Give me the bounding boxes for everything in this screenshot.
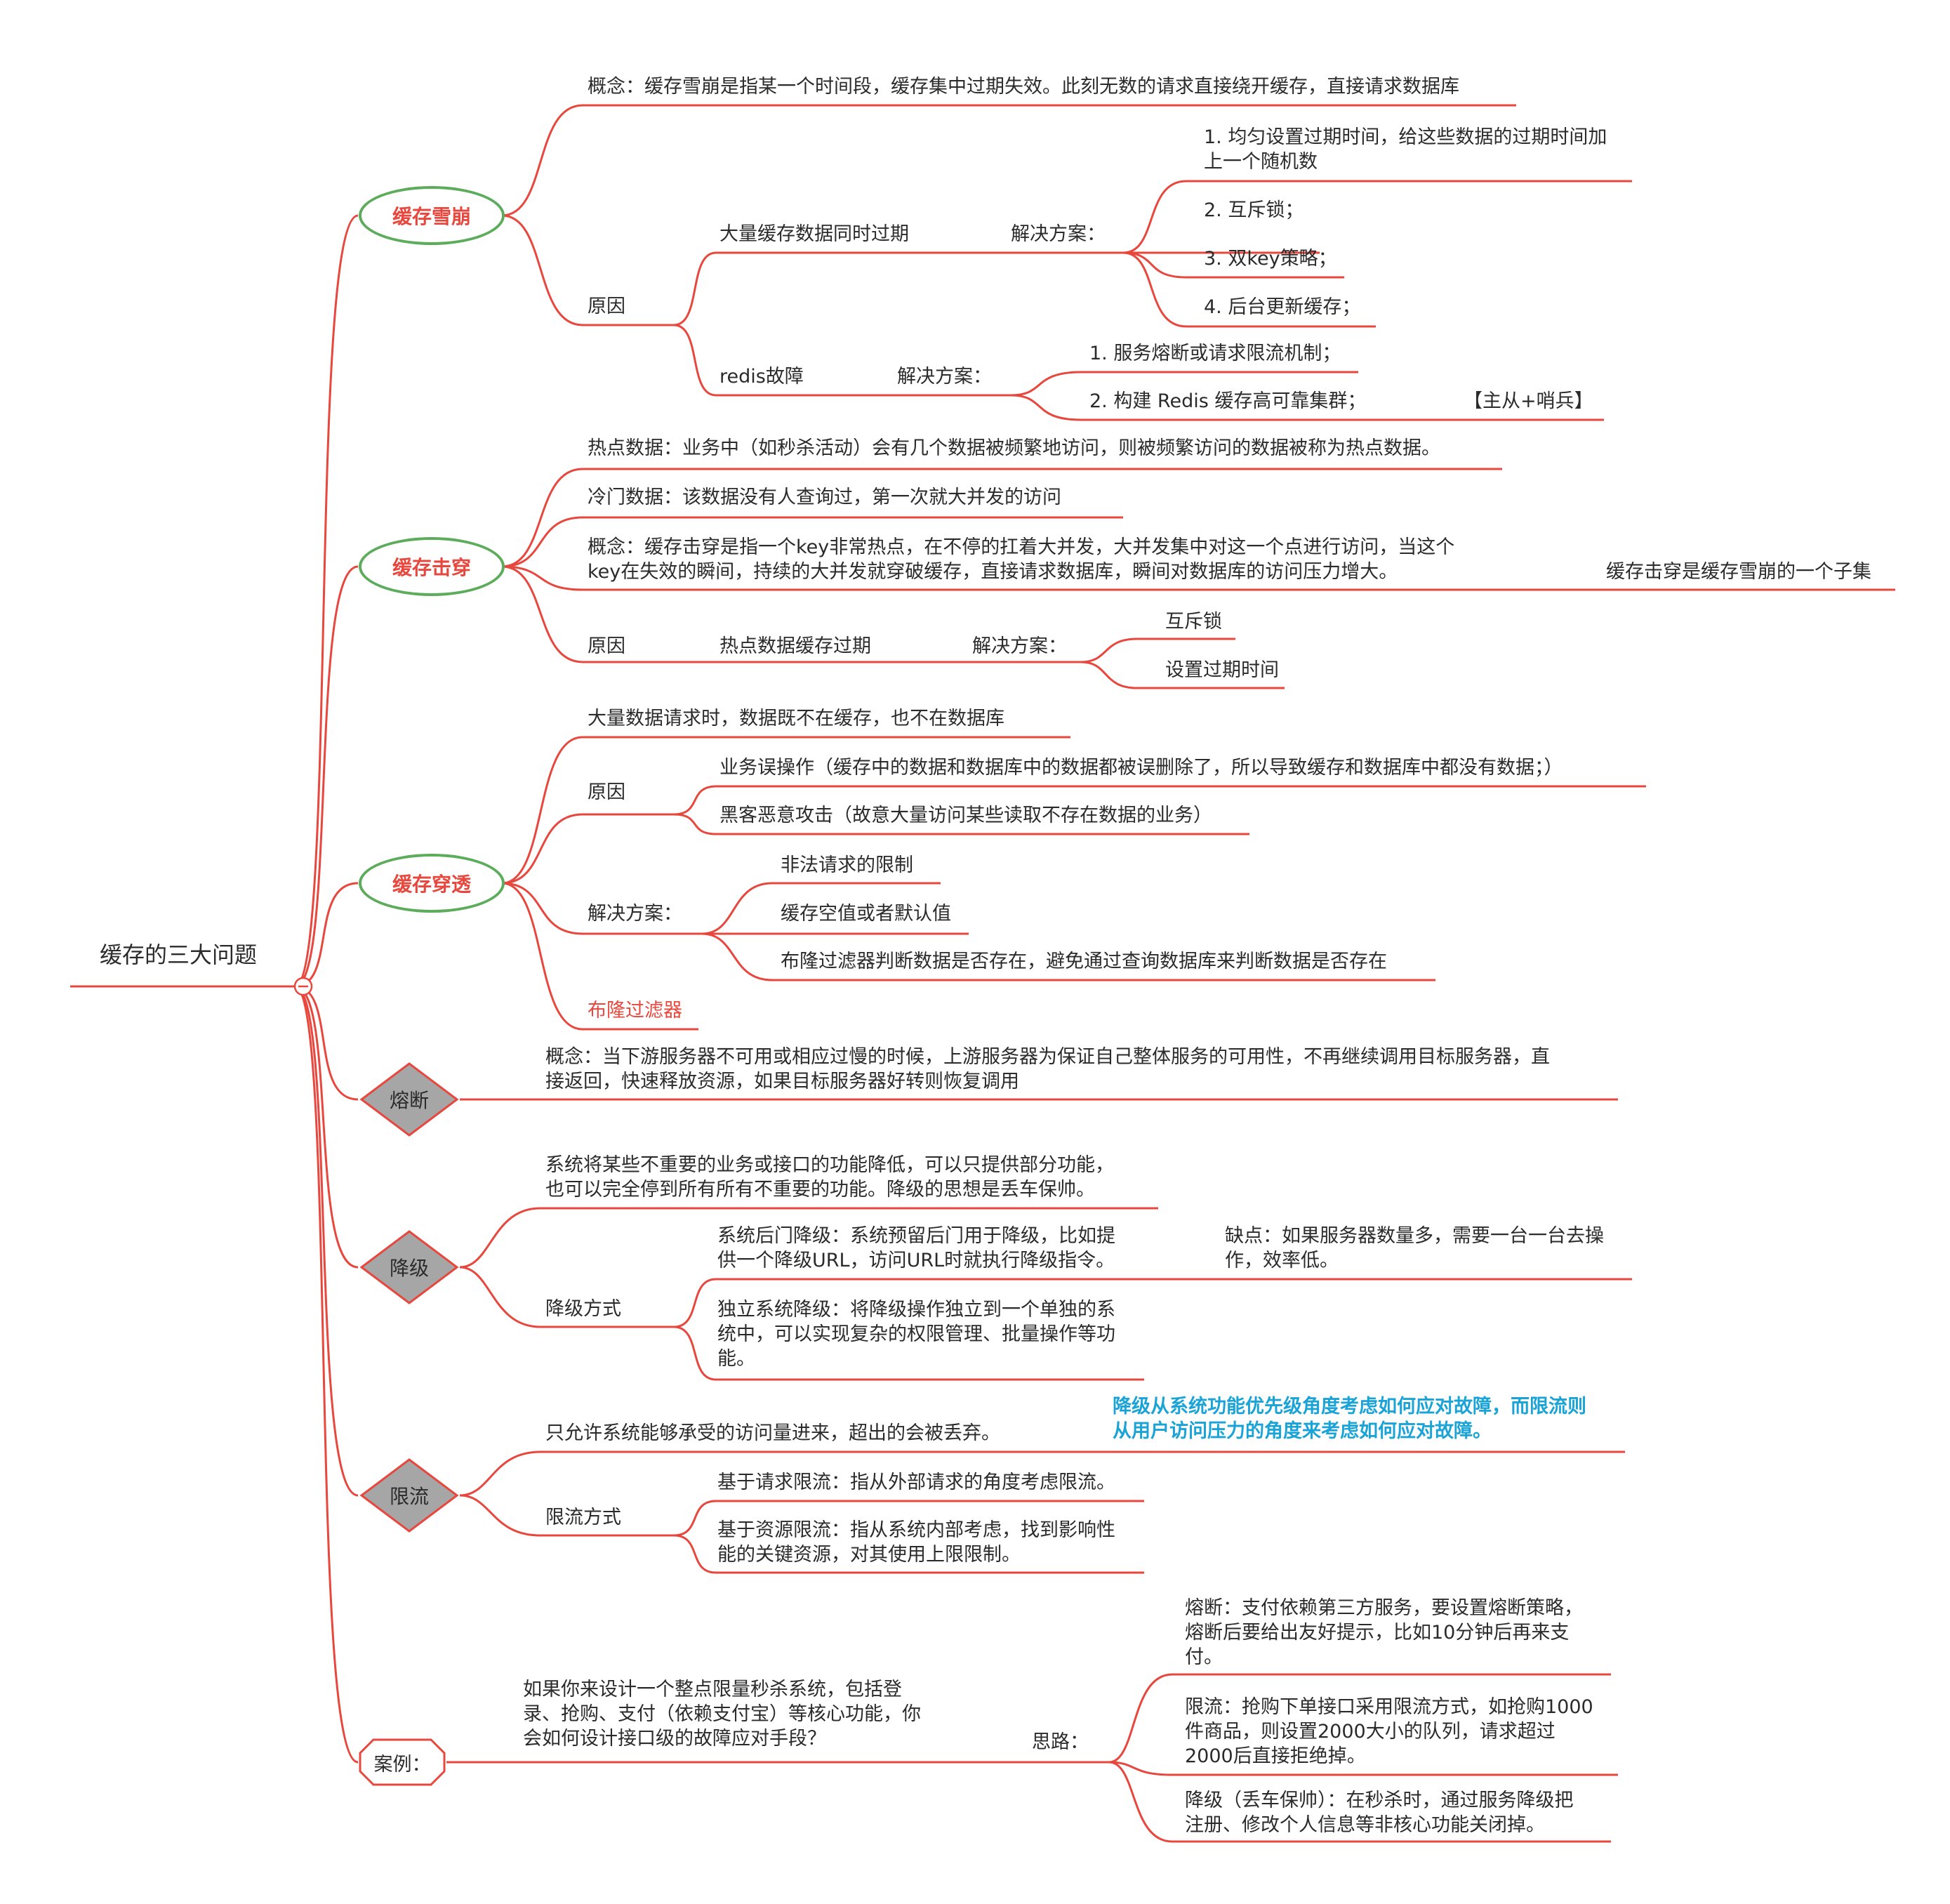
- case-fuse-1: 熔断：支付依赖第三方服务，要设置熔断策略，: [1185, 1597, 1583, 1619]
- penetration-solution-3: 布隆过滤器判断数据是否存在，避免通过查询数据库来判断数据是否存在: [781, 951, 1387, 972]
- degrade-drawback-1: 缺点：如果服务器数量多，需要一台一台去操: [1225, 1225, 1604, 1247]
- expire-solution-2: 2. 互斥锁；: [1204, 199, 1304, 221]
- expire-solution-3: 3. 双key策略；: [1204, 248, 1337, 270]
- fuse-concept-2: 接返回，快速释放资源，如果目标服务器好转则恢复调用: [545, 1071, 1019, 1092]
- degrade-mode-label: 降级方式: [545, 1298, 621, 1320]
- penetration-solution-label: 解决方案：: [588, 903, 682, 925]
- redis-solution-note: 【主从+哨兵】: [1464, 390, 1593, 412]
- node-label: 缓存雪崩: [392, 205, 471, 228]
- breakdown-cause: 热点数据缓存过期: [719, 635, 871, 657]
- degrade-independent-3: 能。: [717, 1348, 755, 1370]
- node-label: 熔断: [389, 1089, 429, 1112]
- breakdown-concept-2: key在失效的瞬间，持续的大并发就穿破缓存，直接请求数据库，瞬间对数据库的访问压…: [588, 561, 1398, 583]
- node-label: 缓存击穿: [392, 556, 471, 579]
- node-label: 缓存穿透: [392, 873, 471, 896]
- node-rate-limit[interactable]: 限流: [359, 1457, 460, 1534]
- breakdown-solution-label: 解决方案：: [972, 635, 1067, 657]
- node-case[interactable]: 案例：: [358, 1738, 446, 1787]
- case-limit-2: 件商品，则设置2000大小的队列，请求超过: [1185, 1721, 1556, 1743]
- degrade-backdoor-1: 系统后门降级：系统预留后门用于降级，比如提: [717, 1225, 1115, 1247]
- penetration-cause-label: 原因: [588, 781, 625, 803]
- breakdown-solution-2: 设置过期时间: [1165, 659, 1279, 681]
- limit-request: 基于请求限流：指从外部请求的角度考虑限流。: [717, 1472, 1115, 1493]
- node-cache-breakdown[interactable]: 缓存击穿: [359, 537, 505, 596]
- fuse-concept-1: 概念：当下游服务器不可用或相应过慢的时候，上游服务器为保证自己整体服务的可用性，…: [545, 1046, 1550, 1068]
- redis-solution-2: 2. 构建 Redis 缓存高可靠集群；: [1089, 390, 1367, 412]
- breakdown-note: 缓存击穿是缓存雪崩的一个子集: [1606, 561, 1871, 583]
- case-question-2: 录、抢购、支付（依赖支付宝）等核心功能，你: [523, 1703, 921, 1725]
- limit-compare-2: 从用户访问压力的角度来考虑如何应对故障。: [1113, 1420, 1492, 1442]
- case-question-3: 会如何设计接口级的故障应对手段？: [523, 1728, 826, 1750]
- breakdown-concept-1: 概念：缓存击穿是指一个key非常热点，在不停的扛着大并发，大并发集中对这一个点进…: [588, 536, 1455, 558]
- case-fuse-3: 付。: [1185, 1646, 1223, 1668]
- avalanche-expire-solution-label: 解决方案：: [1011, 223, 1106, 245]
- expire-solution-1: 1. 均匀设置过期时间，给这些数据的过期时间加: [1204, 126, 1607, 148]
- avalanche-concept: 概念：缓存雪崩是指某一个时间段，缓存集中过期失效。此刻无数的请求直接绕开缓存，直…: [588, 76, 1459, 98]
- case-degrade-1: 降级（丢车保帅）：在秒杀时，通过服务降级把: [1185, 1790, 1574, 1811]
- limit-desc: 只允许系统能够承受的访问量进来，超出的会被丢弃。: [545, 1422, 1000, 1444]
- node-label: 降级: [389, 1257, 429, 1280]
- avalanche-expire: 大量缓存数据同时过期: [719, 223, 909, 245]
- breakdown-cold-data: 冷门数据：该数据没有人查询过，第一次就大并发的访问: [588, 487, 1061, 508]
- avalanche-redis: redis故障: [719, 366, 804, 388]
- case-question-1: 如果你来设计一个整点限量秒杀系统，包括登: [523, 1679, 902, 1700]
- expire-solution-1-cont: 上一个随机数: [1204, 151, 1318, 173]
- degrade-desc-2: 也可以完全停到所有所有不重要的功能。降级的思想是丢车保帅。: [545, 1179, 1095, 1201]
- minus-circle-icon[interactable]: [293, 977, 313, 996]
- avalanche-cause-label: 原因: [588, 296, 625, 317]
- expire-solution-4: 4. 后台更新缓存；: [1204, 296, 1361, 318]
- breakdown-cause-label: 原因: [588, 635, 625, 657]
- degrade-backdoor-2: 供一个降级URL，访问URL时就执行降级指令。: [717, 1250, 1115, 1271]
- redis-solution-1: 1. 服务熔断或请求限流机制；: [1089, 343, 1341, 364]
- limit-compare-1: 降级从系统功能优先级角度考虑如何应对故障，而限流则: [1113, 1396, 1586, 1417]
- node-cache-avalanche[interactable]: 缓存雪崩: [359, 186, 505, 245]
- case-idea-label: 思路：: [1032, 1731, 1089, 1753]
- case-fuse-2: 熔断后要给出友好提示，比如10分钟后再来支: [1185, 1622, 1570, 1644]
- limit-resource-2: 能的关键资源，对其使用上限限制。: [717, 1544, 1021, 1566]
- limit-resource-1: 基于资源限流：指从系统内部考虑，找到影响性: [717, 1519, 1115, 1541]
- case-limit-3: 2000后直接拒绝掉。: [1185, 1745, 1366, 1767]
- degrade-desc-1: 系统将某些不重要的业务或接口的功能降低，可以只提供部分功能，: [545, 1154, 1114, 1176]
- avalanche-redis-solution-label: 解决方案：: [897, 366, 992, 388]
- breakdown-solution-1: 互斥锁: [1165, 611, 1222, 633]
- root-topic[interactable]: 缓存的三大问题: [100, 941, 258, 968]
- limit-mode-label: 限流方式: [545, 1507, 621, 1528]
- penetration-cause-1: 业务误操作（缓存中的数据和数据库中的数据都被误删除了，所以导致缓存和数据库中都没…: [719, 757, 1563, 779]
- node-label: 限流: [389, 1485, 429, 1508]
- node-label: 案例：: [373, 1753, 431, 1776]
- degrade-drawback-2: 作，效率低。: [1225, 1250, 1339, 1271]
- bloom-filter: 布隆过滤器: [588, 1000, 682, 1022]
- penetration-desc: 大量数据请求时，数据既不在缓存，也不在数据库: [588, 708, 1004, 729]
- node-degrade[interactable]: 降级: [359, 1229, 460, 1306]
- case-limit-1: 限流：抢购下单接口采用限流方式，如抢购1000: [1185, 1696, 1593, 1718]
- node-cache-penetration[interactable]: 缓存穿透: [359, 854, 505, 913]
- penetration-solution-2: 缓存空值或者默认值: [781, 903, 951, 925]
- degrade-independent-2: 统中，可以实现复杂的权限管理、批量操作等功: [717, 1323, 1115, 1345]
- case-degrade-2: 注册、修改个人信息等非核心功能关闭掉。: [1185, 1814, 1545, 1836]
- penetration-cause-2: 黑客恶意攻击（故意大量访问某些读取不存在数据的业务）: [719, 805, 1212, 826]
- penetration-solution-1: 非法请求的限制: [781, 854, 913, 876]
- node-fuse[interactable]: 熔断: [359, 1061, 460, 1138]
- degrade-independent-1: 独立系统降级：将降级操作独立到一个单独的系: [717, 1299, 1115, 1321]
- breakdown-hot-data: 热点数据：业务中（如秒杀活动）会有几个数据被频繁地访问，则被频繁访问的数据被称为…: [588, 437, 1440, 459]
